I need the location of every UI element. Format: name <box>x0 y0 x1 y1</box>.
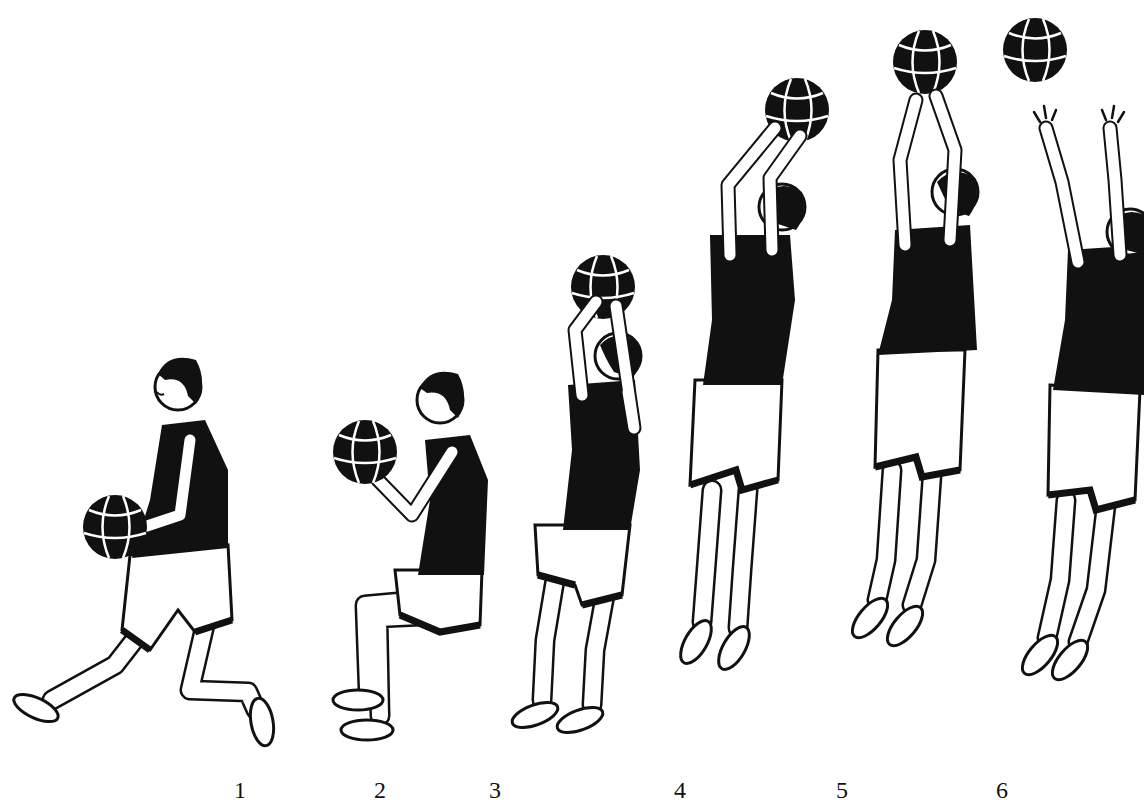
shoe <box>712 622 755 675</box>
shoe <box>247 696 277 747</box>
shoe <box>333 690 383 710</box>
arm-outline <box>1046 128 1120 262</box>
basketball <box>893 30 957 94</box>
leg <box>912 475 932 605</box>
basketball <box>333 420 397 484</box>
open-fingers <box>1034 106 1124 122</box>
leg <box>542 580 555 700</box>
shorts-band <box>690 470 778 490</box>
player-figure <box>509 255 641 738</box>
step-number: 4 <box>660 776 700 803</box>
tank-top <box>703 235 795 385</box>
step-number: 1 <box>220 776 260 803</box>
arm-outline <box>900 96 955 245</box>
arm <box>1046 128 1078 262</box>
leg <box>738 490 748 628</box>
arm <box>728 128 800 255</box>
shoe <box>881 601 929 652</box>
mouth <box>157 392 164 395</box>
player-figure <box>674 78 829 674</box>
leg <box>1047 500 1066 638</box>
leg <box>1047 500 1106 642</box>
hair <box>158 358 202 404</box>
basketball <box>571 255 635 319</box>
player-figure <box>846 30 978 651</box>
shorts <box>875 350 965 477</box>
shoe <box>509 697 561 732</box>
shorts-band <box>1048 490 1135 510</box>
shoe <box>10 689 62 727</box>
shorts-band <box>875 457 960 477</box>
arm <box>616 306 634 428</box>
step-number: 2 <box>360 776 400 803</box>
leg <box>877 470 892 600</box>
shorts-band <box>122 620 232 650</box>
leg <box>190 625 256 710</box>
step-number: 6 <box>982 776 1022 803</box>
leg <box>1078 505 1106 642</box>
shorts <box>122 545 232 650</box>
basketball <box>83 495 147 559</box>
shoe <box>554 702 606 737</box>
arm <box>900 100 916 245</box>
leg-outline <box>877 470 932 605</box>
shorts <box>1048 385 1140 510</box>
shorts <box>690 380 782 490</box>
shoe <box>674 616 717 669</box>
leg <box>592 595 605 705</box>
leg <box>702 490 712 622</box>
shorts <box>395 570 482 632</box>
step-number: 5 <box>822 776 862 803</box>
shorts-band <box>538 575 622 605</box>
leg-outline <box>702 490 748 628</box>
tank-top <box>132 420 228 558</box>
leg-outline <box>1047 500 1106 642</box>
arm <box>1110 128 1120 255</box>
leg <box>702 490 748 628</box>
player-figure <box>333 372 488 740</box>
step-number: 3 <box>475 776 515 803</box>
arm <box>936 96 955 240</box>
hair <box>420 372 464 418</box>
arm <box>770 136 800 250</box>
tank-top <box>878 225 977 355</box>
arm <box>575 302 634 428</box>
player-figure <box>1003 18 1144 685</box>
shoe <box>341 720 393 740</box>
arm <box>575 302 596 395</box>
basketball <box>1003 18 1067 82</box>
shoe <box>1046 635 1094 686</box>
arm <box>900 96 955 245</box>
shorts <box>535 525 630 605</box>
leg <box>877 470 932 605</box>
player-figure <box>10 358 277 748</box>
arm <box>1046 128 1120 262</box>
tank-top <box>1053 245 1144 395</box>
arm-outline <box>728 128 800 255</box>
shorts-band <box>400 615 480 632</box>
arm-outline <box>575 302 634 428</box>
